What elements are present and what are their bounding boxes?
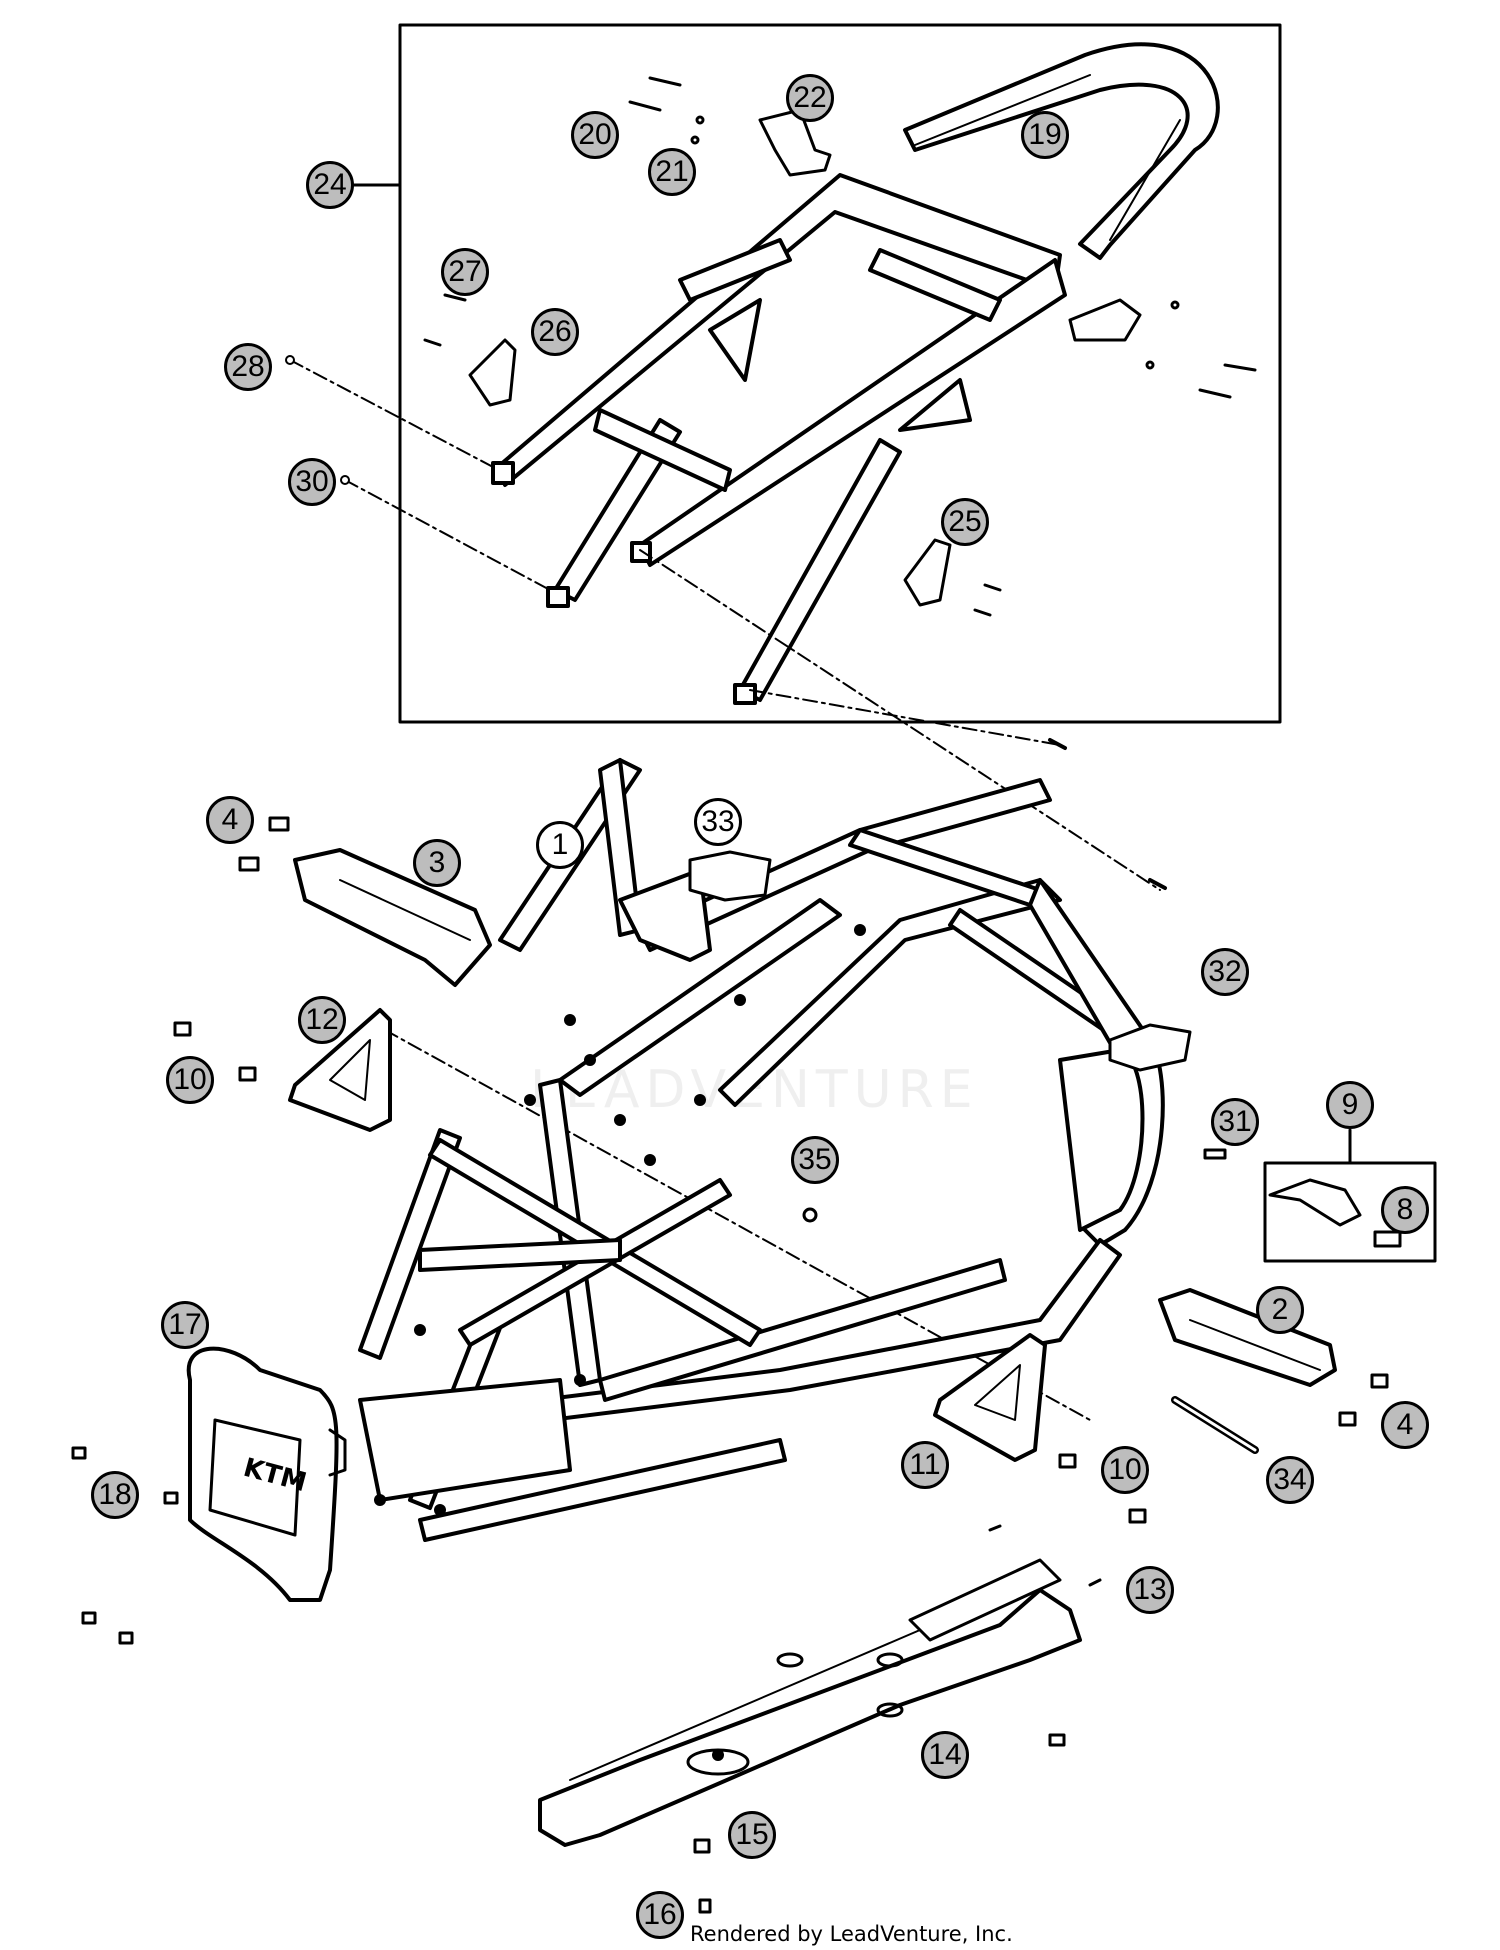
callout-10-left: 10 bbox=[166, 1056, 214, 1104]
callout-30: 30 bbox=[288, 458, 336, 506]
callout-18: 18 bbox=[91, 1471, 139, 1519]
subframe-assembly-box bbox=[398, 23, 1282, 724]
subframe bbox=[491, 173, 1067, 705]
pad-32 bbox=[1108, 1023, 1192, 1072]
subframe-bolts bbox=[423, 76, 1257, 617]
callout-17: 17 bbox=[161, 1301, 209, 1349]
footrest-left bbox=[293, 848, 492, 987]
callout-28: 28 bbox=[224, 343, 272, 391]
callout-32: 32 bbox=[1201, 948, 1249, 996]
callout-8: 8 bbox=[1381, 1186, 1429, 1234]
callout-16: 16 bbox=[636, 1891, 684, 1939]
callout-1: 1 bbox=[536, 821, 584, 869]
assembly-lines bbox=[289, 359, 1161, 1421]
main-frame-bolts bbox=[71, 816, 1389, 1914]
callout-9: 9 bbox=[1326, 1081, 1374, 1129]
callout-31: 31 bbox=[1211, 1098, 1259, 1146]
callout-20: 20 bbox=[571, 111, 619, 159]
callout-4-right: 4 bbox=[1381, 1401, 1429, 1449]
callout-14: 14 bbox=[921, 1731, 969, 1779]
credit-text: Rendered by LeadVenture, Inc. bbox=[690, 1922, 1013, 1946]
main-frame bbox=[358, 758, 1165, 1542]
frame-rivets bbox=[374, 924, 866, 1516]
callout-15: 15 bbox=[728, 1811, 776, 1859]
rear-clamp bbox=[1068, 298, 1142, 342]
grab-handle bbox=[903, 42, 1220, 260]
callout-33: 33 bbox=[694, 798, 742, 846]
bracket-26 bbox=[468, 338, 517, 407]
callout-10-right: 10 bbox=[1101, 1446, 1149, 1494]
callout-35: 35 bbox=[791, 1136, 839, 1184]
callout-24: 24 bbox=[306, 161, 354, 209]
callout-27: 27 bbox=[441, 248, 489, 296]
callout-3: 3 bbox=[413, 839, 461, 887]
footrest-right bbox=[1158, 1288, 1337, 1387]
callout-21: 21 bbox=[648, 148, 696, 196]
callout-11: 11 bbox=[901, 1441, 949, 1489]
skid-plate bbox=[538, 1588, 1082, 1847]
callout-26: 26 bbox=[531, 308, 579, 356]
callout-22: 22 bbox=[786, 74, 834, 122]
callout-13: 13 bbox=[1126, 1566, 1174, 1614]
callout-4-left: 4 bbox=[206, 796, 254, 844]
callout-12: 12 bbox=[298, 996, 346, 1044]
callout-34: 34 bbox=[1266, 1456, 1314, 1504]
callout-25: 25 bbox=[941, 498, 989, 546]
callout-19: 19 bbox=[1021, 111, 1069, 159]
callout-2: 2 bbox=[1256, 1286, 1304, 1334]
bracket-25 bbox=[903, 538, 952, 607]
pad-33 bbox=[688, 850, 772, 902]
